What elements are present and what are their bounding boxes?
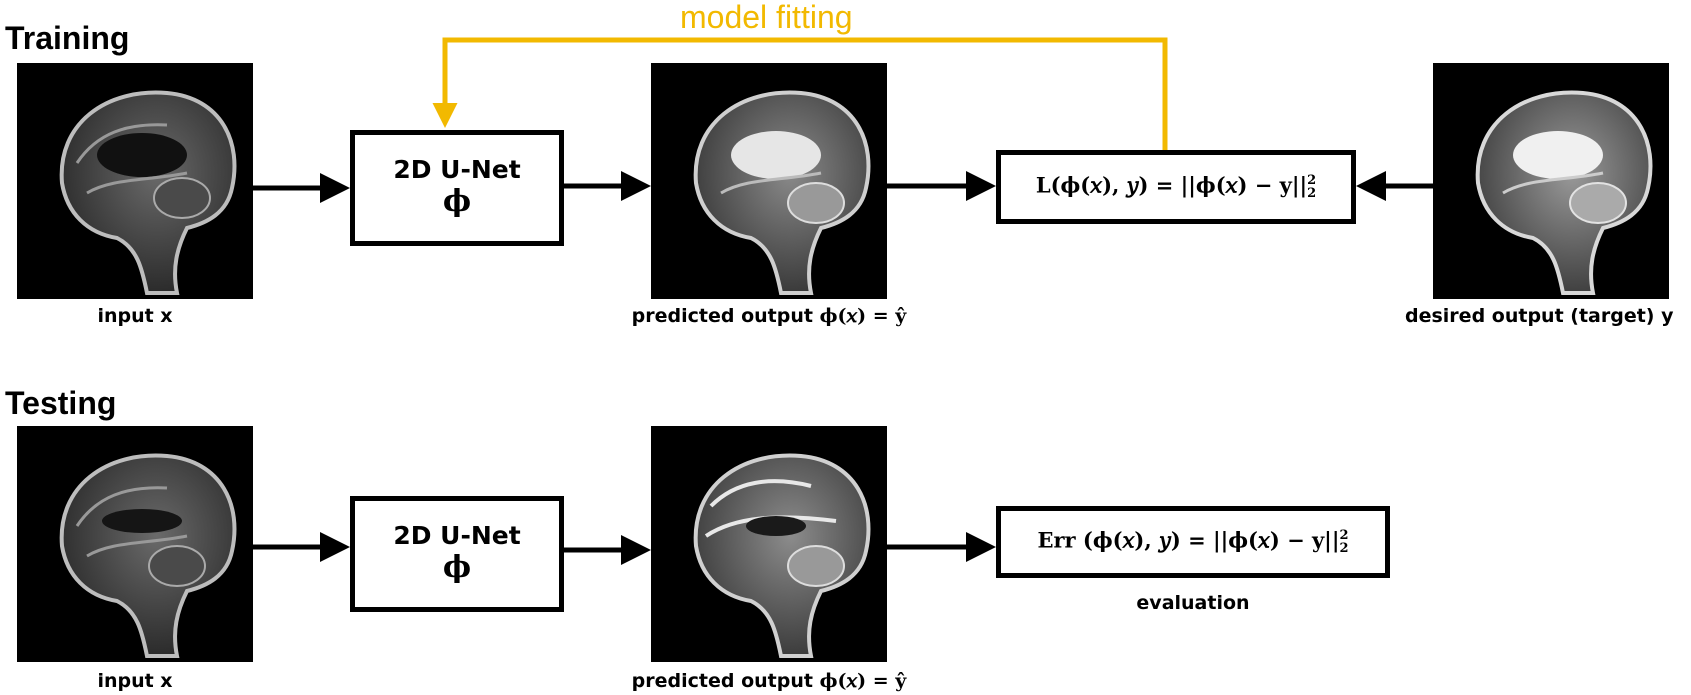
training-unet-symbol: ϕ	[442, 184, 472, 220]
testing-unet-symbol: ϕ	[442, 550, 472, 586]
testing-predicted-image	[651, 426, 887, 662]
training-output-caption-text: predicted output	[631, 305, 820, 327]
error-sup: 2	[1339, 528, 1349, 543]
testing-output-caption-math: ϕ(𝑥) = ŷ	[819, 670, 907, 692]
evaluation-label: evaluation	[1136, 592, 1250, 614]
testing-unet-box: 2D U-Net ϕ	[350, 496, 564, 612]
testing-input-caption: input x	[97, 670, 173, 692]
loss-expression: (ϕ(𝑥), 𝑦) = ||ϕ(𝑥) − y||	[1050, 172, 1308, 198]
training-predicted-image	[651, 63, 887, 299]
training-target-caption: desired output (target) y	[1405, 305, 1674, 327]
error-sub: 2	[1339, 541, 1349, 556]
training-input-image	[17, 63, 253, 299]
training-target-image	[1433, 63, 1669, 299]
testing-output-caption: predicted output ϕ(𝑥) = ŷ	[590, 672, 948, 691]
error-name: Err	[1037, 527, 1076, 553]
training-title: Training	[5, 20, 130, 56]
error-expression: (ϕ(𝑥), 𝑦) = ||ϕ(𝑥) − y||	[1075, 527, 1340, 553]
training-output-caption: predicted output ϕ(𝑥) = ŷ	[590, 307, 948, 326]
training-input-caption: input x	[97, 305, 173, 327]
loss-name: L	[1035, 172, 1051, 198]
model-fitting-label: model fitting	[680, 0, 853, 35]
testing-input-image	[17, 426, 253, 662]
training-unet-box: 2D U-Net ϕ	[350, 130, 564, 246]
testing-unet-name: 2D U-Net	[393, 521, 521, 551]
training-unet-name: 2D U-Net	[393, 155, 521, 185]
testing-output-caption-text: predicted output	[631, 670, 820, 692]
testing-title: Testing	[5, 385, 117, 421]
loss-sub: 2	[1307, 186, 1317, 201]
training-output-caption-math: ϕ(𝑥) = ŷ	[819, 305, 907, 327]
loss-sup: 2	[1307, 173, 1317, 188]
